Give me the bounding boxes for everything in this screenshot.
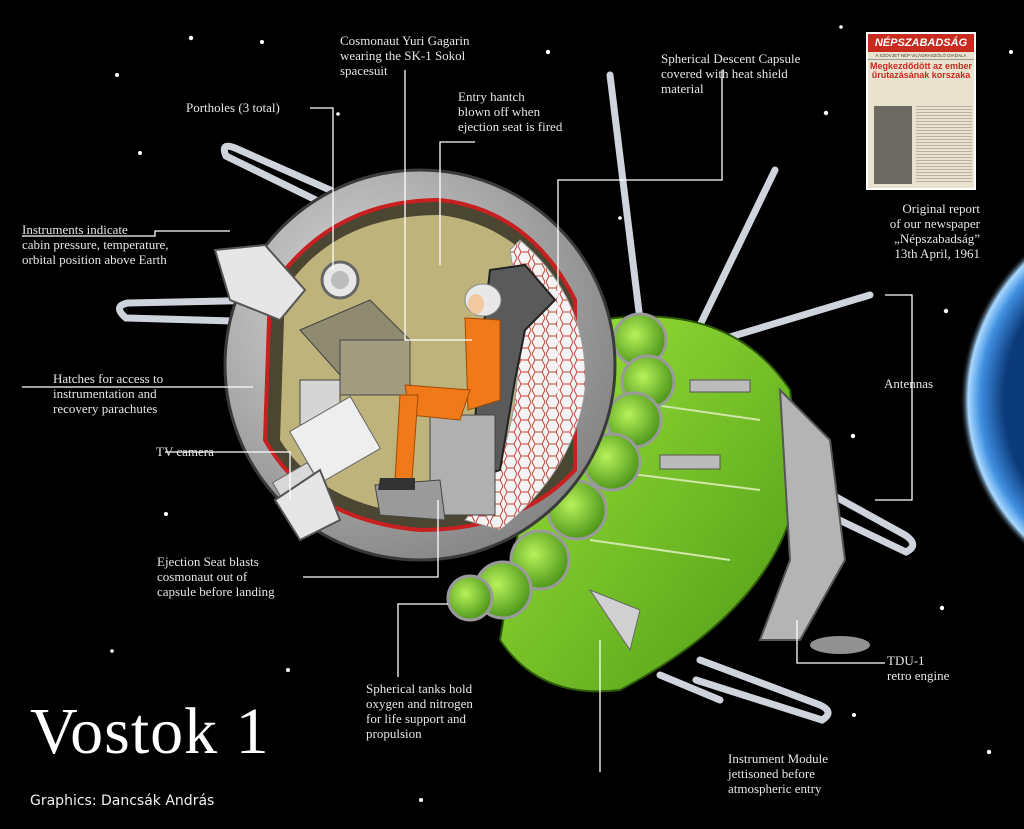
newspaper-strip: A SZOVJET NÉP VILÁGRASZÓLÓ DIADALA — [868, 52, 974, 60]
leader-lines — [22, 70, 913, 772]
antennas — [116, 71, 917, 724]
graphics-credit: Graphics: Dancsák András — [30, 793, 215, 809]
cosmonaut — [378, 283, 502, 490]
newspaper-headline: Megkezdődött az ember űrutazásának korsz… — [870, 61, 973, 80]
newspaper-masthead: NÉPSZABADSÁG — [868, 34, 974, 52]
newspaper-clipping: NÉPSZABADSÁG A SZOVJET NÉP VILÁGRASZÓLÓ … — [866, 32, 976, 190]
label-entry-hatch: Entry hantch blown off when ejection sea… — [458, 89, 563, 134]
label-instrument-module: Instrument Module jettisoned before atmo… — [728, 751, 829, 796]
label-tv-camera: TV camera — [156, 444, 214, 459]
label-descent-capsule: Spherical Descent Capsule covered with h… — [661, 51, 801, 96]
label-spherical-tanks: Spherical tanks hold oxygen and nitrogen… — [366, 681, 473, 741]
label-hatches: Hatches for access to instrumentation an… — [53, 371, 164, 416]
newspaper-text-column — [916, 106, 972, 184]
descent-capsule — [213, 168, 617, 562]
label-instruments: Instruments indicate cabin pressure, tem… — [22, 222, 169, 267]
label-gagarin: Cosmonaut Yuri Gagarin wearing the SK-1 … — [340, 33, 470, 78]
label-ejection-seat: Ejection Seat blasts cosmonaut out of ca… — [157, 554, 275, 599]
label-antennas: Antennas — [884, 376, 934, 391]
newspaper-caption: Original report of our newspaper „Népsza… — [889, 201, 980, 261]
page-title: Vostok 1 — [30, 695, 270, 768]
label-portholes: Portholes (3 total) — [186, 100, 280, 115]
earth-limb — [960, 253, 1024, 547]
newspaper-photo — [874, 106, 912, 184]
label-tdu: TDU-1 retro engine — [887, 653, 950, 683]
spherical-tanks — [446, 312, 676, 622]
ejection-seat — [374, 263, 557, 521]
